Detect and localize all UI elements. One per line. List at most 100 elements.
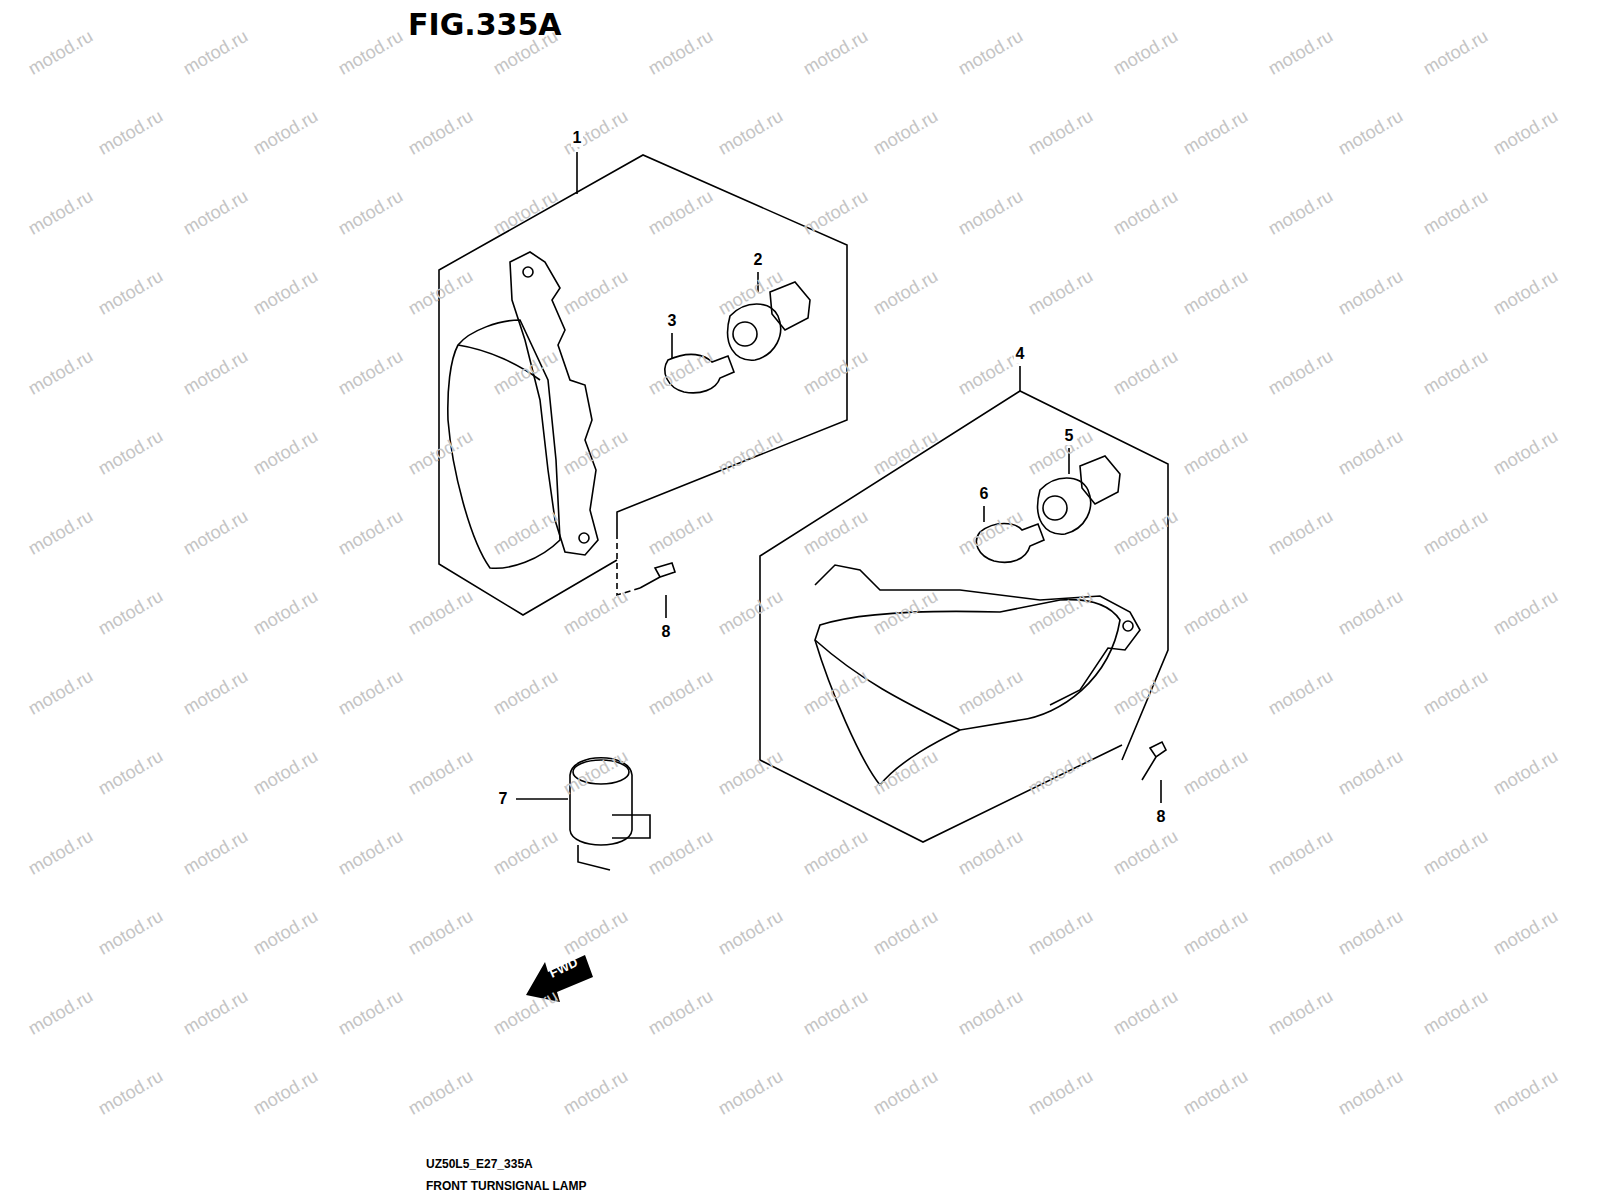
watermark: motod.ru xyxy=(25,826,97,880)
watermark: motod.ru xyxy=(25,506,97,560)
watermark: motod.ru xyxy=(1180,906,1252,960)
watermark: motod.ru xyxy=(95,586,167,640)
watermark: motod.ru xyxy=(1335,906,1407,960)
watermark: motod.ru xyxy=(1335,586,1407,640)
watermark: motod.ru xyxy=(1110,666,1182,720)
watermark: motod.ru xyxy=(250,106,322,160)
watermark: motod.ru xyxy=(645,506,717,560)
leader-line xyxy=(576,152,578,194)
group-outline xyxy=(760,391,1168,842)
watermark: motod.ru xyxy=(405,1066,477,1120)
watermark: motod.ru xyxy=(1025,426,1097,480)
mount-hole xyxy=(579,533,589,543)
socket-face xyxy=(1043,496,1067,520)
watermark: motod.ru xyxy=(490,986,562,1040)
watermark: motod.ru xyxy=(180,26,252,80)
watermark: motod.ru xyxy=(490,346,562,400)
watermark: motod.ru xyxy=(1110,506,1182,560)
watermark: motod.ru xyxy=(180,186,252,240)
callout-number: 2 xyxy=(752,251,765,269)
watermark: motod.ru xyxy=(95,746,167,800)
watermark: motod.ru xyxy=(95,1066,167,1120)
leader-line xyxy=(1019,366,1021,392)
watermark: motod.ru xyxy=(1025,106,1097,160)
figure-caption: FRONT TURNSIGNAL LAMP xyxy=(426,1180,586,1193)
watermark: motod.ru xyxy=(715,106,787,160)
watermark: motod.ru xyxy=(490,506,562,560)
watermark: motod.ru xyxy=(405,586,477,640)
callout-number: 3 xyxy=(666,312,679,330)
mount-hole xyxy=(523,267,533,277)
watermark: motod.ru xyxy=(1180,586,1252,640)
watermark: motod.ru xyxy=(715,586,787,640)
watermark: motod.ru xyxy=(1180,1066,1252,1120)
watermark: motod.ru xyxy=(405,746,477,800)
watermark: motod.ru xyxy=(490,666,562,720)
watermark: motod.ru xyxy=(645,986,717,1040)
relay-connector xyxy=(612,815,650,838)
callout-number: 4 xyxy=(1014,345,1027,363)
watermark: motod.ru xyxy=(1180,266,1252,320)
watermark: motod.ru xyxy=(870,266,942,320)
watermark: motod.ru xyxy=(95,906,167,960)
watermark: motod.ru xyxy=(1265,666,1337,720)
watermark: motod.ru xyxy=(560,1066,632,1120)
socket xyxy=(1038,478,1091,534)
watermark: motod.ru xyxy=(405,426,477,480)
watermark: motod.ru xyxy=(1180,746,1252,800)
watermark: motod.ru xyxy=(1490,266,1562,320)
watermark: motod.ru xyxy=(800,346,872,400)
watermark: motod.ru xyxy=(1335,746,1407,800)
watermark: motod.ru xyxy=(1490,906,1562,960)
watermark: motod.ru xyxy=(955,826,1027,880)
watermark: motod.ru xyxy=(405,266,477,320)
watermark: motod.ru xyxy=(1420,986,1492,1040)
watermark: motod.ru xyxy=(25,346,97,400)
leader-line xyxy=(516,798,568,800)
watermark: motod.ru xyxy=(560,266,632,320)
watermark: motod.ru xyxy=(25,986,97,1040)
watermark: motod.ru xyxy=(405,906,477,960)
watermark: motod.ru xyxy=(1420,26,1492,80)
watermark: motod.ru xyxy=(715,1066,787,1120)
mount-hole xyxy=(1123,621,1133,631)
drawing-code: UZ50L5_E27_335A xyxy=(426,1158,533,1171)
watermark: motod.ru xyxy=(250,586,322,640)
watermark: motod.ru xyxy=(560,586,632,640)
watermark: motod.ru xyxy=(1335,426,1407,480)
socket-connector xyxy=(1080,456,1120,504)
watermark: motod.ru xyxy=(800,506,872,560)
watermark: motod.ru xyxy=(1110,346,1182,400)
watermark: motod.ru xyxy=(1025,1066,1097,1120)
watermark: motod.ru xyxy=(1110,26,1182,80)
watermark: motod.ru xyxy=(405,106,477,160)
watermark: motod.ru xyxy=(1110,186,1182,240)
watermark: motod.ru xyxy=(870,426,942,480)
watermark: motod.ru xyxy=(335,506,407,560)
watermark: motod.ru xyxy=(250,1066,322,1120)
watermark: motod.ru xyxy=(1265,186,1337,240)
watermark: motod.ru xyxy=(335,826,407,880)
callout-number: 8 xyxy=(1155,808,1168,826)
watermark: motod.ru xyxy=(1420,826,1492,880)
watermark: motod.ru xyxy=(1490,1066,1562,1120)
watermark: motod.ru xyxy=(1265,346,1337,400)
watermark: motod.ru xyxy=(1420,346,1492,400)
watermark: motod.ru xyxy=(715,746,787,800)
watermark: motod.ru xyxy=(335,986,407,1040)
watermark: motod.ru xyxy=(95,266,167,320)
watermark: motod.ru xyxy=(180,986,252,1040)
watermark: motod.ru xyxy=(1420,666,1492,720)
callout-number: 8 xyxy=(660,623,673,641)
watermark: motod.ru xyxy=(800,826,872,880)
watermark: motod.ru xyxy=(645,26,717,80)
watermark: motod.ru xyxy=(800,186,872,240)
watermark: motod.ru xyxy=(645,186,717,240)
watermark: motod.ru xyxy=(715,906,787,960)
watermark: motod.ru xyxy=(955,666,1027,720)
watermark: motod.ru xyxy=(1265,826,1337,880)
watermark: motod.ru xyxy=(800,26,872,80)
watermark: motod.ru xyxy=(560,906,632,960)
leader-line xyxy=(665,595,667,618)
watermark: motod.ru xyxy=(1180,106,1252,160)
